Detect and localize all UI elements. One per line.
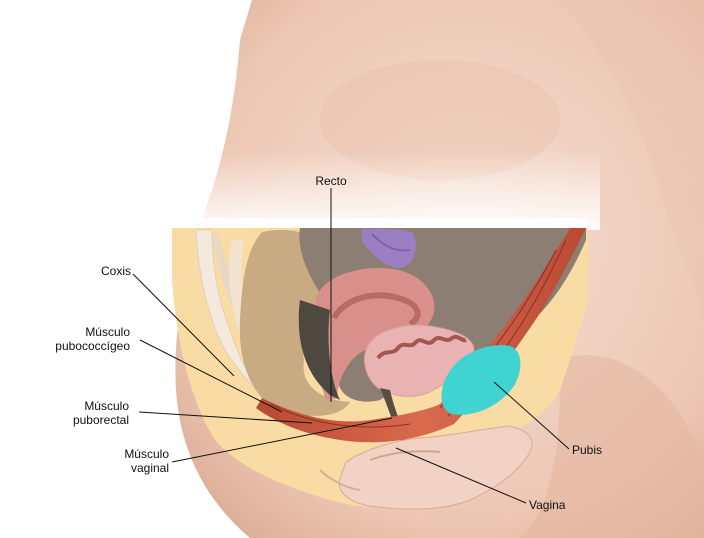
label-vaginal-line2: vaginal <box>131 461 169 475</box>
leader-coxis <box>132 273 235 377</box>
leader-pubococcigeo <box>139 339 283 413</box>
labels: Recto Coxis Músculo pubococcígeo Músculo… <box>55 174 602 512</box>
label-vaginal-line1: Músculo <box>124 447 169 461</box>
bladder-folds <box>376 334 467 360</box>
hip-shadow <box>520 354 704 538</box>
label-recto: Recto <box>315 174 347 188</box>
leader-vagina <box>395 447 527 504</box>
muscle-fibers-1 <box>269 403 411 428</box>
rectum <box>298 300 340 400</box>
label-puborectal-line2: puborectal <box>73 413 129 427</box>
label-puborectal-line1: Músculo <box>84 399 129 413</box>
leader-pubis <box>493 381 570 450</box>
label-coxis: Coxis <box>101 264 131 278</box>
external-genitalia <box>338 425 533 510</box>
perineum-fold <box>319 469 361 491</box>
label-pubococcigeo-line2: pubococcígeo <box>55 339 130 353</box>
leader-vaginal <box>171 417 393 463</box>
label-vagina: Vagina <box>529 498 566 512</box>
waist-shadow <box>560 0 704 330</box>
pubis-bone <box>441 345 521 415</box>
label-pubococcigeo-line1: Músculo <box>85 325 130 339</box>
top-fade <box>150 150 600 230</box>
leader-puborectal <box>138 411 313 424</box>
pelvic-floor-muscle <box>256 228 586 443</box>
label-pubis: Pubis <box>572 443 602 457</box>
leader-lines <box>132 188 570 504</box>
ovary-fold <box>371 233 411 252</box>
uterus-lining <box>331 292 421 327</box>
labia-fold <box>369 450 441 461</box>
cutaway-section <box>172 228 588 510</box>
